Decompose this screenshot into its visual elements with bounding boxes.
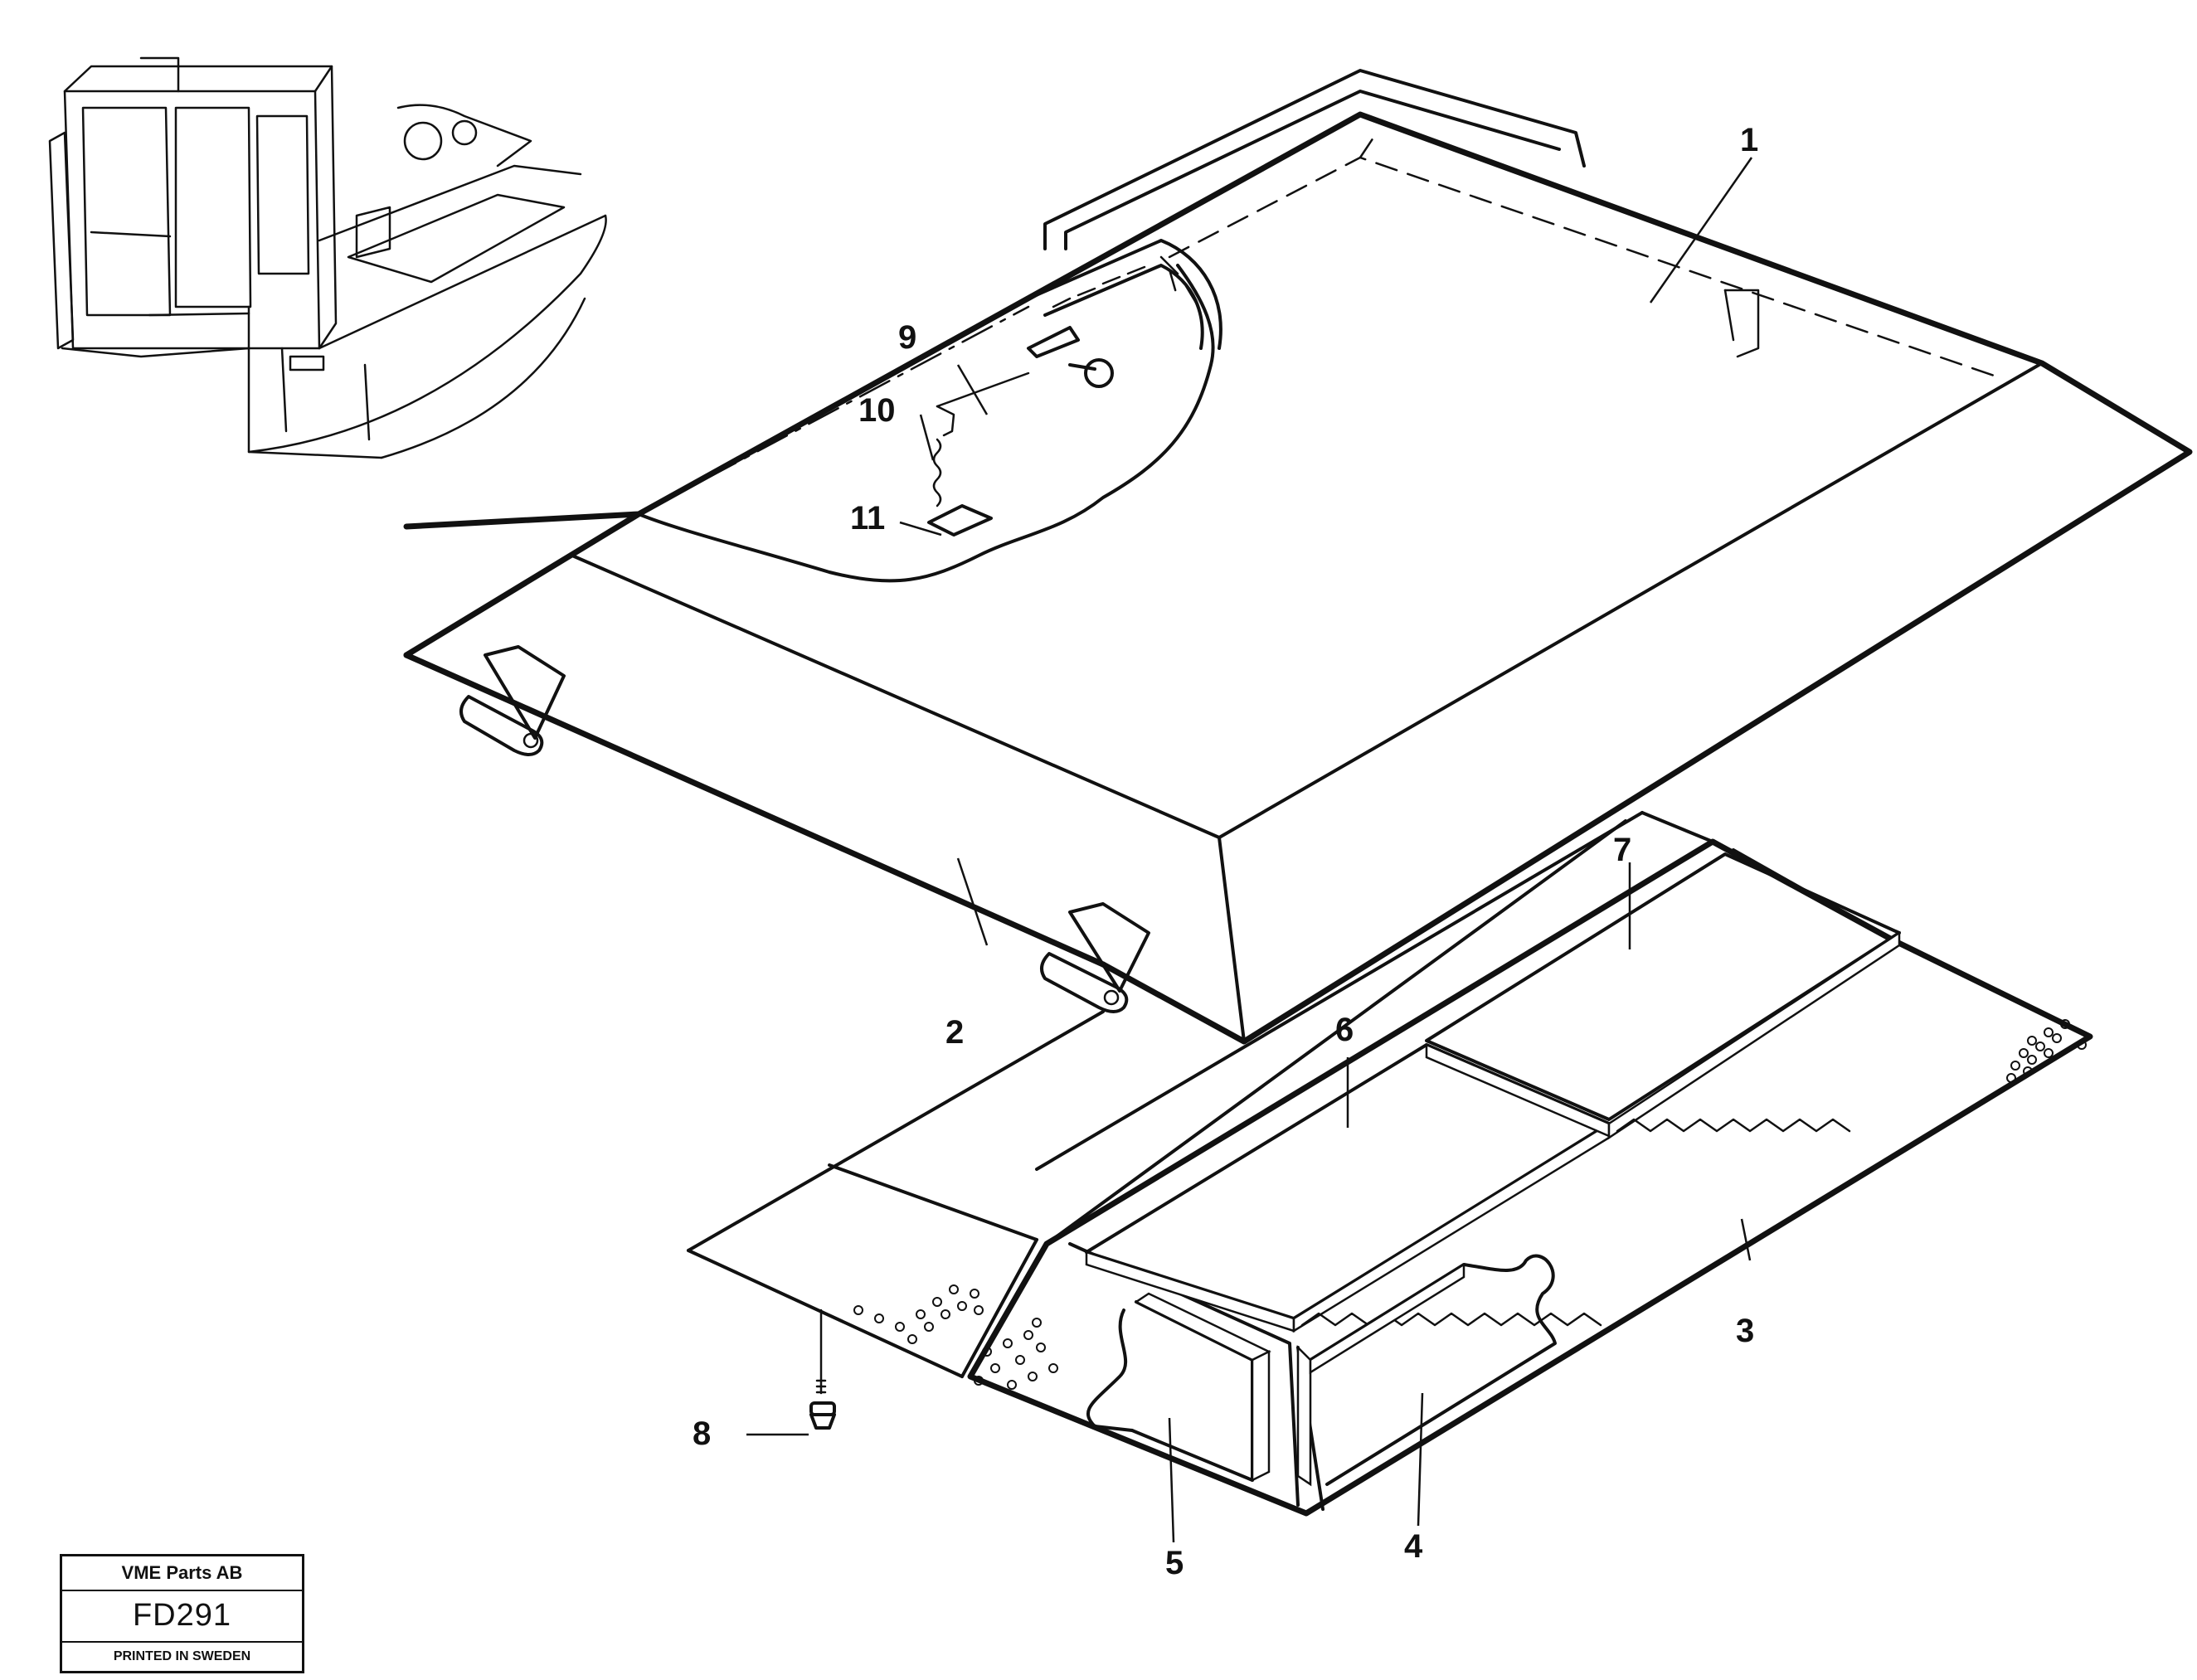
insulation-panels <box>687 811 2093 1517</box>
excavator-thumbnail <box>48 56 607 459</box>
callout-11: 11 <box>850 500 885 537</box>
callout-labels: 1 2 3 4 5 6 7 8 9 10 11 <box>693 122 1758 1581</box>
callout-1: 1 <box>1740 122 1758 158</box>
drawing-code: FD291 <box>62 1590 302 1643</box>
callout-8: 8 <box>693 1415 711 1452</box>
callout-6: 6 <box>1335 1012 1354 1048</box>
company-name: VME Parts AB <box>62 1556 302 1591</box>
callout-9: 9 <box>898 319 916 356</box>
callout-10: 10 <box>858 392 896 429</box>
leader-lines <box>746 157 1753 1543</box>
callout-7: 7 <box>1613 832 1631 868</box>
hood-cover <box>403 69 2193 1045</box>
callout-3: 3 <box>1736 1313 1754 1349</box>
printed-note: PRINTED IN SWEDEN <box>113 1649 251 1663</box>
callout-2: 2 <box>945 1014 964 1051</box>
callout-4: 4 <box>1404 1528 1423 1565</box>
title-block: VME Parts AB FD291 PRINTED IN SWEDEN <box>60 1554 304 1673</box>
callout-5: 5 <box>1165 1545 1184 1581</box>
